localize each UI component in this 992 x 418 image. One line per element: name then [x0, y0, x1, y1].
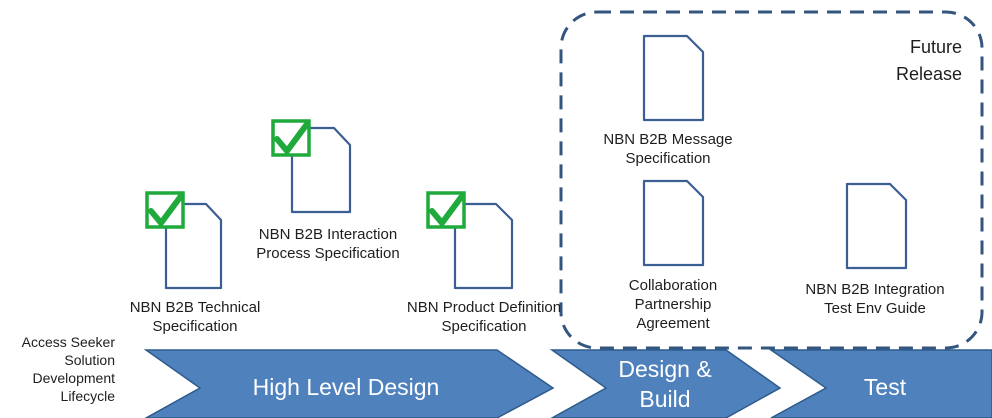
document-icon-collaboration-agreement: [642, 179, 705, 267]
phase-arrow-test: [768, 349, 992, 418]
document-icon-product-definition: [453, 202, 514, 290]
future-release-label: Future Release: [895, 37, 962, 84]
phase-label-test: Test: [863, 374, 907, 400]
document-label-collaboration-agreement: Collaboration Partnership Agreement: [628, 277, 718, 332]
phase-arrow-high-level-design: [143, 349, 555, 418]
phase-arrow-design-build: [549, 349, 782, 418]
future-release-region: [559, 10, 984, 350]
document-icon-integration-guide: [845, 182, 908, 270]
checkmark-icon-product-definition: [426, 191, 466, 229]
phase-label-design-build: Design & Build: [618, 356, 712, 412]
checkmark-icon-interaction-process: [271, 119, 311, 157]
checkmark-icon-technical-spec: [145, 191, 185, 229]
document-label-technical-spec: NBN B2B Technical Specification: [129, 299, 261, 335]
document-label-integration-guide: NBN B2B Integration Test Env Guide: [805, 281, 945, 317]
phase-label-high-level-design: High Level Design: [252, 374, 440, 400]
document-label-product-definition: NBN Product Definition Specification: [406, 299, 562, 335]
lifecycle-label: Access Seeker Solution Development Lifec…: [21, 334, 115, 404]
document-label-message-spec: NBN B2B Message Specification: [603, 131, 733, 167]
document-icon-message-spec: [642, 34, 705, 122]
document-label-interaction-process: NBN B2B Interaction Process Specificatio…: [256, 226, 400, 262]
